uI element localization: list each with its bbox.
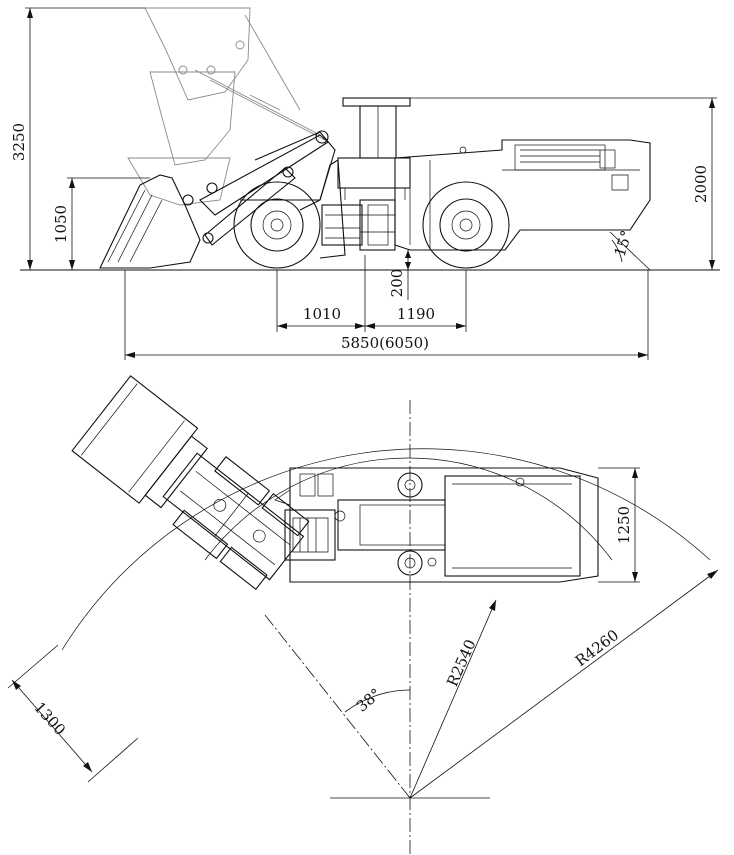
boom-linkage (199, 130, 336, 246)
dim-2000-label: 2000 (692, 165, 710, 203)
dim-38-label: 38° (353, 685, 385, 716)
dim-1010-label: 1010 (303, 305, 341, 323)
dim-2000 (410, 97, 717, 270)
dim-3250 (25, 7, 145, 270)
dim-200-label: 200 (388, 269, 406, 298)
dim-wheelbase (276, 255, 467, 332)
dim-overall-length (124, 270, 649, 360)
dim-R2540-label: R2540 (443, 637, 480, 690)
dim-angle-label: 15° (611, 228, 636, 259)
inner-turn-arc (204, 457, 613, 561)
front-frame-centerline (264, 614, 411, 799)
dim-1250-label: 1250 (615, 506, 633, 544)
dim-1300-label: 1300 (30, 698, 69, 738)
radius-inner-line (409, 599, 497, 799)
rear-wheel (422, 181, 510, 269)
dim-R4260-label: R4260 (572, 626, 622, 670)
side-view: 3250 1050 2000 15° 200 (10, 7, 720, 360)
dim-3250-label: 3250 (10, 123, 28, 161)
bucket-side (99, 174, 214, 269)
dim-5850-label: 5850(6050) (341, 334, 429, 352)
rear-body (394, 139, 651, 251)
departure-slope (609, 231, 651, 271)
top-view: 1250 1300 R2540 R4260 38° (7, 375, 719, 855)
dim-1050-label: 1050 (52, 205, 70, 243)
dim-1300 (7, 644, 139, 783)
dim-200 (405, 250, 411, 300)
dim-1050 (67, 177, 150, 270)
operator-canopy (337, 97, 411, 200)
bucket-top (71, 375, 208, 509)
front-wheel (233, 181, 321, 269)
front-frame (240, 159, 363, 259)
front-frame-top (162, 452, 310, 591)
dim-1190-label: 1190 (397, 305, 435, 323)
articulation-joint (359, 199, 396, 251)
departure-arc (611, 239, 623, 263)
raised-bucket-ghost (127, 7, 326, 206)
dim-1250 (598, 467, 640, 583)
radius-outer-line (409, 569, 719, 799)
angle-arc (344, 689, 411, 713)
rear-frame-top (274, 467, 599, 583)
outer-turn-arc (61, 448, 711, 651)
